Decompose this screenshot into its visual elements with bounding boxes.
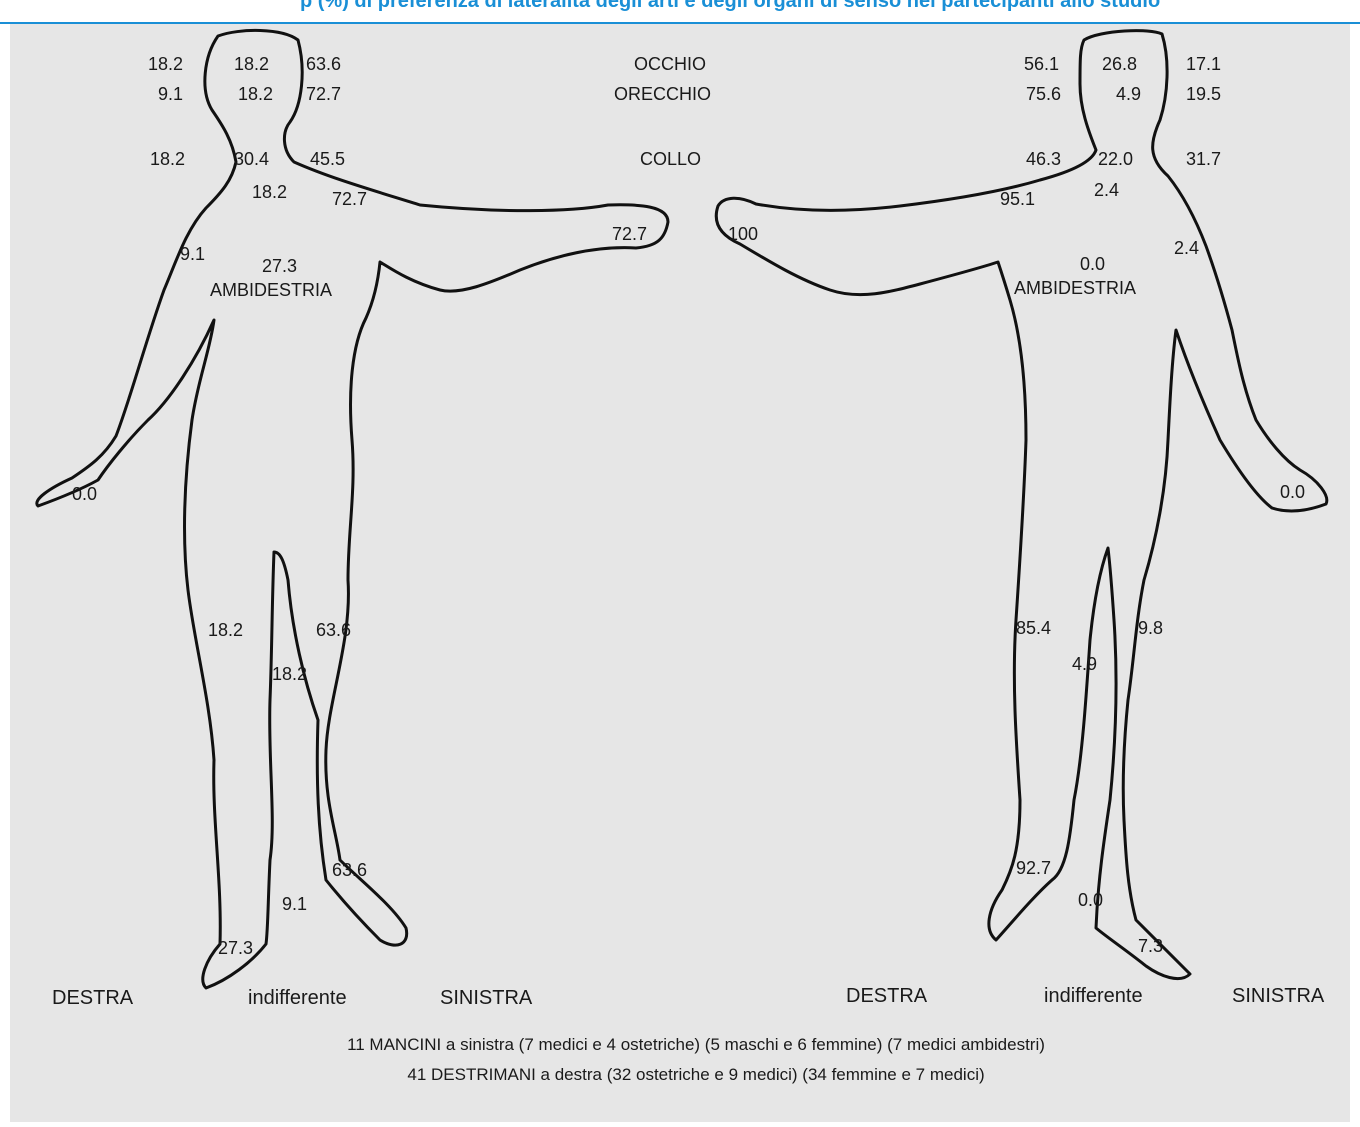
left-head-r2-c2: 18.2 (238, 84, 273, 104)
right-head-r2-c2: 4.9 (1116, 84, 1141, 104)
right-leg-center-value: 4.9 (1072, 654, 1097, 674)
caption-line-2: 41 DESTRIMANI a destra (32 ostetriche e … (407, 1065, 984, 1084)
right-neck-c1: 46.3 (1026, 149, 1061, 169)
left-head-r2-c3: 72.7 (306, 84, 341, 104)
left-hand-left-value: 0.0 (72, 484, 97, 504)
left-leg-center-value: 18.2 (272, 664, 307, 684)
left-hand-right-value: 72.7 (612, 224, 647, 244)
left-leg-right-value: 63.6 (316, 620, 351, 640)
right-side-value: 2.4 (1174, 238, 1199, 258)
left-ambidestria-label: AMBIDESTRIA (210, 280, 332, 300)
right-label-indifferente: indifferente (1044, 985, 1143, 1007)
left-body-outline (37, 30, 668, 988)
right-hand-right-value: 0.0 (1280, 482, 1305, 502)
right-head-r1-c2: 26.8 (1102, 54, 1137, 74)
right-ambidestria-label: AMBIDESTRIA (1014, 278, 1136, 298)
right-foot-left-value: 92.7 (1016, 858, 1051, 878)
left-head-r1-c3: 63.6 (306, 54, 341, 74)
left-leg-left-value: 18.2 (208, 620, 243, 640)
center-label-occhio: OCCHIO (634, 54, 706, 74)
left-neck-c3: 45.5 (310, 149, 345, 169)
right-head-r1-c1: 56.1 (1024, 54, 1059, 74)
left-foot-right-value: 63.6 (332, 860, 367, 880)
right-body-outline (716, 31, 1327, 979)
left-neck-below: 18.2 (252, 182, 287, 202)
left-label-indifferente: indifferente (248, 987, 347, 1009)
left-label-sinistra: SINISTRA (440, 987, 533, 1009)
right-head-r2-c1: 75.6 (1026, 84, 1061, 104)
center-label-collo: COLLO (640, 149, 701, 169)
right-hand-left-value: 100 (728, 224, 758, 244)
center-label-orecchio: ORECCHIO (614, 84, 711, 104)
left-side-value: 9.1 (180, 244, 205, 264)
right-neck-c2: 22.0 (1098, 149, 1133, 169)
right-foot-right-value: 7.3 (1138, 936, 1163, 956)
right-label-sinistra: SINISTRA (1232, 985, 1325, 1007)
right-neck-below: 2.4 (1094, 180, 1119, 200)
left-neck-c2: 30.4 (234, 149, 269, 169)
left-foot-left-value: 27.3 (218, 938, 253, 958)
right-foot-center-value: 0.0 (1078, 890, 1103, 910)
right-shoulder-value: 95.1 (1000, 189, 1035, 209)
right-neck-c3: 31.7 (1186, 149, 1221, 169)
caption-line-1: 11 MANCINI a sinistra (7 medici e 4 oste… (347, 1035, 1045, 1054)
left-ambidestria-value: 27.3 (262, 256, 297, 276)
left-head-r1-c1: 18.2 (148, 54, 183, 74)
right-head-r2-c3: 19.5 (1186, 84, 1221, 104)
right-leg-left-value: 85.4 (1016, 618, 1051, 638)
right-ambidestria-value: 0.0 (1080, 254, 1105, 274)
left-neck-c1: 18.2 (150, 149, 185, 169)
left-foot-center-value: 9.1 (282, 894, 307, 914)
right-label-destra: DESTRA (846, 985, 928, 1007)
left-head-r2-c1: 9.1 (158, 84, 183, 104)
left-head-r1-c2: 18.2 (234, 54, 269, 74)
left-label-destra: DESTRA (52, 987, 134, 1009)
right-leg-right-value: 9.8 (1138, 618, 1163, 638)
left-shoulder-value: 72.7 (332, 189, 367, 209)
right-head-r1-c3: 17.1 (1186, 54, 1221, 74)
